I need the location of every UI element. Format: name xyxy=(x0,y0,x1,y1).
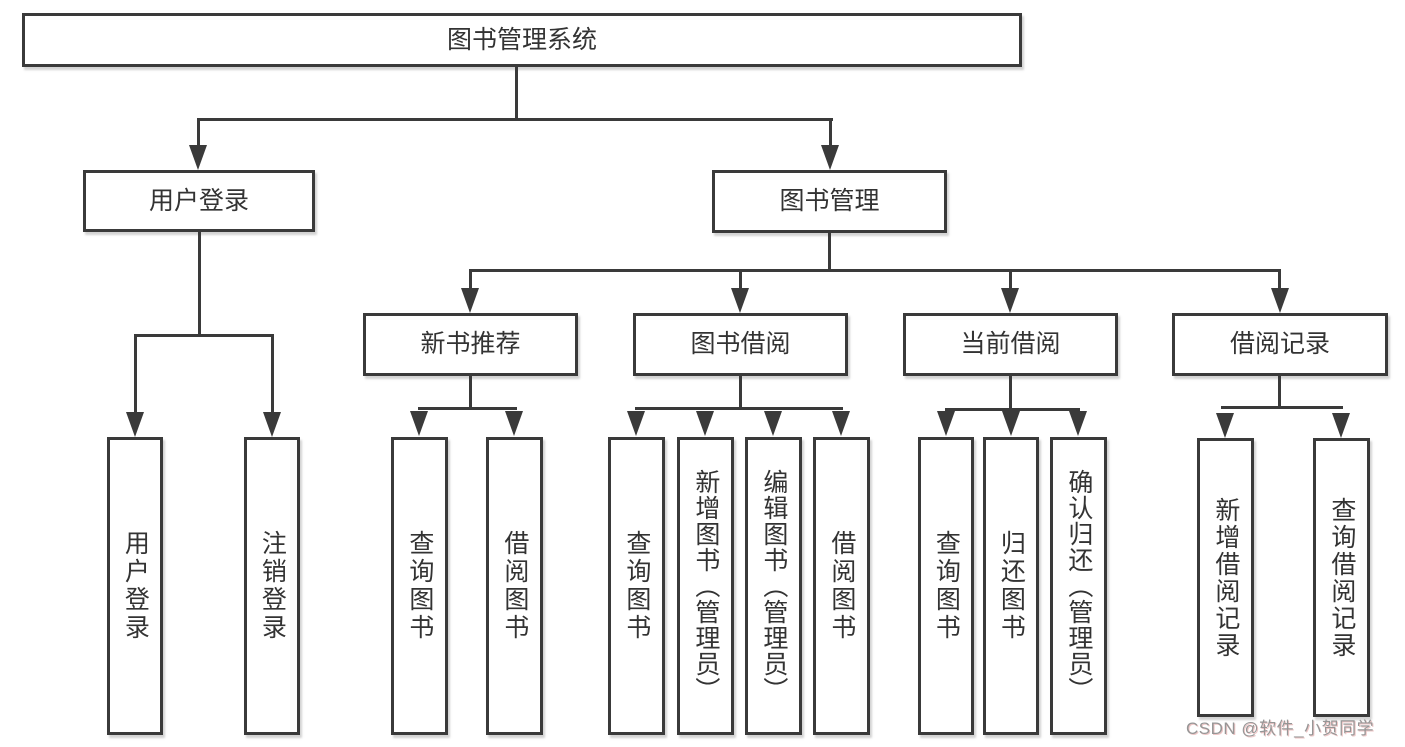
node-book-borrow: 图书借阅 xyxy=(633,313,848,376)
connector-line xyxy=(739,269,742,290)
connector-line xyxy=(198,232,201,336)
arrowhead-down-icon xyxy=(1332,413,1350,438)
connector-line xyxy=(828,233,831,272)
leaf-logout: 注销登录 xyxy=(244,437,300,735)
connector-line xyxy=(1278,376,1281,408)
node-current-borrow: 当前借阅 xyxy=(903,313,1118,376)
leaf-br-query-record: 查询借阅记录 xyxy=(1313,438,1370,717)
arrowhead-down-icon xyxy=(1069,411,1087,436)
leaf-bb-borrow-book: 借阅图书 xyxy=(813,437,870,735)
csdn-watermark: CSDN @软件_小贺同学 xyxy=(1186,719,1375,738)
connector-line xyxy=(1278,269,1281,290)
leaf-cb-query-book: 查询图书 xyxy=(918,437,974,735)
connector-line xyxy=(635,407,843,410)
arrowhead-down-icon xyxy=(189,145,207,170)
arrowhead-down-icon xyxy=(1001,288,1019,313)
arrowhead-down-icon xyxy=(263,412,281,437)
connector-line xyxy=(945,408,1080,411)
arrowhead-down-icon xyxy=(505,411,523,436)
connector-line xyxy=(515,66,518,120)
leaf-bb-query-book: 查询图书 xyxy=(608,437,665,735)
leaf-nbr-query-book: 查询图书 xyxy=(391,437,448,735)
arrowhead-down-icon xyxy=(627,411,645,436)
connector-line xyxy=(469,376,472,409)
connector-line xyxy=(469,269,1281,272)
arrowhead-down-icon xyxy=(832,411,850,436)
arrowhead-down-icon xyxy=(1216,413,1234,438)
leaf-br-add-record: 新增借阅记录 xyxy=(1197,438,1254,717)
connector-line xyxy=(271,334,274,414)
leaf-nbr-borrow-book: 借阅图书 xyxy=(486,437,543,735)
arrowhead-down-icon xyxy=(731,288,749,313)
node-book-management: 图书管理 xyxy=(712,170,947,233)
leaf-cb-confirm-return-admin: 确认归还（管理员） xyxy=(1050,437,1107,735)
node-root: 图书管理系统 xyxy=(22,13,1022,67)
arrowhead-down-icon xyxy=(126,412,144,437)
node-borrow-record: 借阅记录 xyxy=(1172,313,1388,376)
arrowhead-down-icon xyxy=(696,411,714,436)
leaf-user-login: 用户登录 xyxy=(107,437,163,735)
leaf-bb-edit-book-admin: 编辑图书（管理员） xyxy=(745,437,802,735)
connector-line xyxy=(1221,406,1343,409)
node-new-book-recommend: 新书推荐 xyxy=(363,313,578,376)
connector-line xyxy=(134,334,274,337)
leaf-cb-return-book: 归还图书 xyxy=(983,437,1039,735)
arrowhead-down-icon xyxy=(410,411,428,436)
connector-line xyxy=(1009,376,1012,410)
leaf-bb-add-book-admin: 新增图书（管理员） xyxy=(677,437,734,735)
arrowhead-down-icon xyxy=(821,145,839,170)
arrowhead-down-icon xyxy=(461,288,479,313)
connector-line xyxy=(1009,269,1012,290)
node-user-login: 用户登录 xyxy=(83,170,315,232)
connector-line xyxy=(469,269,472,290)
arrowhead-down-icon xyxy=(1271,288,1289,313)
arrowhead-down-icon xyxy=(764,411,782,436)
connector-line xyxy=(829,118,832,147)
connector-line xyxy=(739,376,742,409)
arrowhead-down-icon xyxy=(1002,411,1020,436)
connector-line xyxy=(134,334,137,414)
connector-line xyxy=(197,118,200,147)
arrowhead-down-icon xyxy=(937,411,955,436)
connector-line xyxy=(418,407,517,410)
connector-line xyxy=(197,118,833,121)
